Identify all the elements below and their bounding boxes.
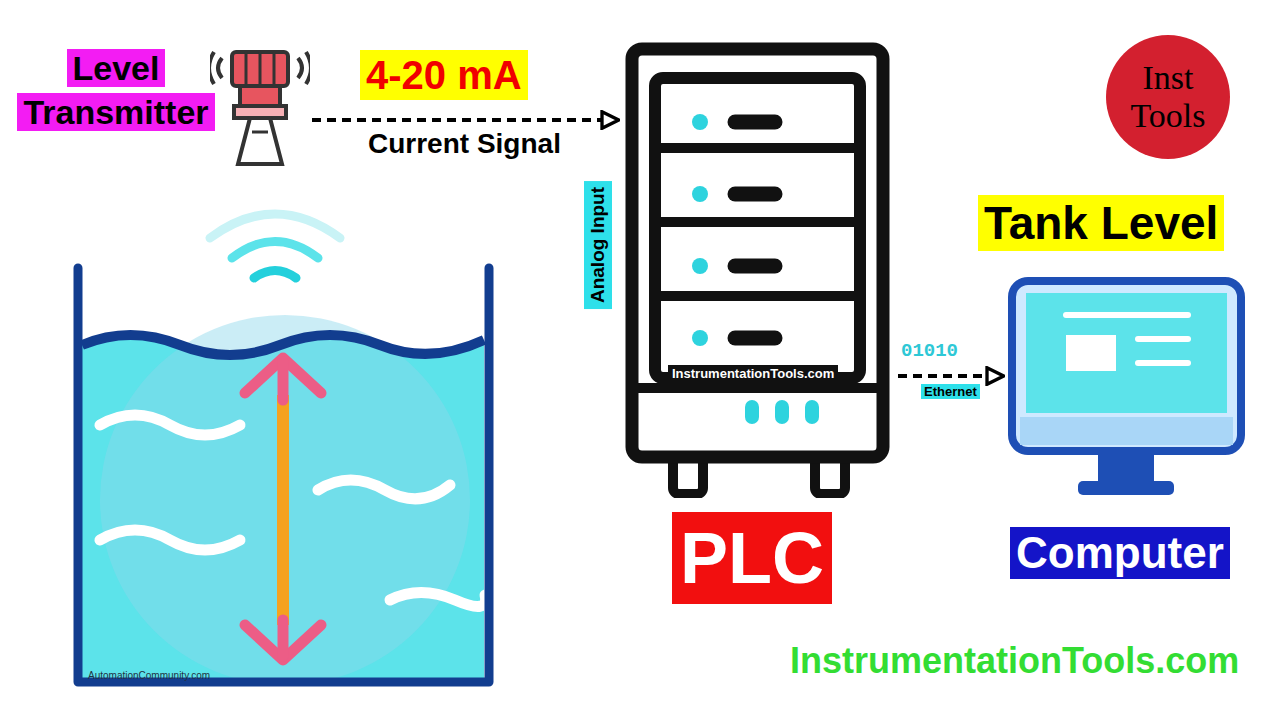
diagram-node: Inst Tools [1106,35,1230,159]
computer-monitor [1008,277,1245,500]
watermark: InstrumentationTools.com [790,640,1239,682]
binary-data: 01010 [901,340,958,362]
plc-cabinet [625,42,890,498]
node-label: Tank Level [978,195,1224,251]
analog-input-tag: Analog Input [584,181,612,309]
watermark: AutomationCommunity.com [88,670,210,681]
signal-connector [898,374,1002,378]
node-label: PLC [672,512,832,604]
edge-label: Ethernet [921,384,980,399]
edge-label: Current Signal [368,128,561,160]
node-label: Computer [1010,527,1230,579]
wave-lines [100,415,486,606]
label-highlight: Level Transmitter [17,49,214,131]
signal-connector [312,118,617,122]
diagram-node: Level Transmitter [0,40,310,175]
diagram-node: InstrumentationTools.comPLC [625,42,890,498]
wifi-signal [210,214,340,278]
node-label: Inst Tools [1116,59,1220,135]
signal-range: 4-20 mA [360,50,528,100]
node-label: InstrumentationTools.com [668,365,838,382]
level-indicator [245,358,321,660]
transmitter-icon [210,40,310,170]
node-label: Level Transmitter [6,46,226,134]
tank-wall [78,268,489,682]
diagram-node: Tank LevelComputer [1008,277,1245,500]
